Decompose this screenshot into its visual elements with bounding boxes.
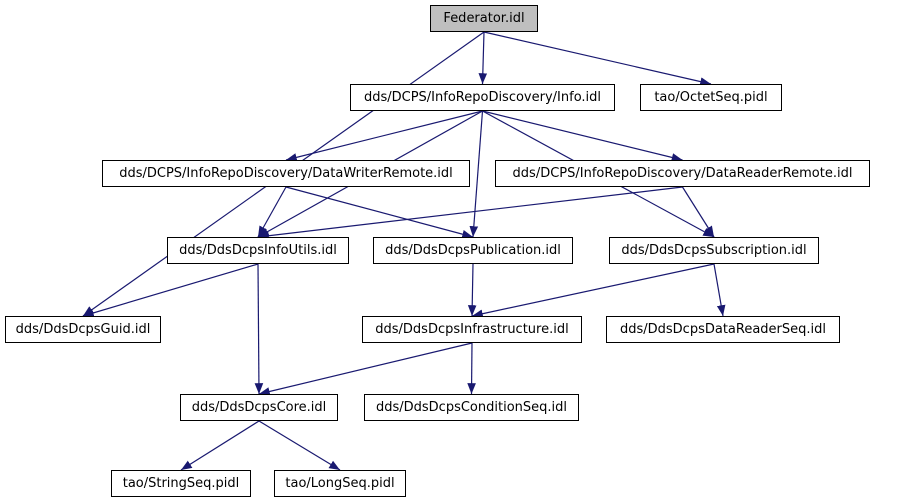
edge-datareaderremote-to-infoutils	[257, 186, 683, 241]
edge-subscription-to-datareaderseq	[713, 263, 726, 317]
edge-datawriterremote-to-infoutils	[257, 186, 287, 238]
edge-federator-to-octetseq	[483, 31, 712, 86]
edge-info-to-publication	[469, 110, 484, 238]
node-datareaderremote-idl[interactable]: dds/DCPS/InfoRepoDiscovery/DataReaderRem…	[495, 160, 870, 187]
edge-infoutils-to-guid	[82, 263, 259, 318]
node-longseq-pidl[interactable]: tao/LongSeq.pidl	[274, 470, 406, 497]
edge-infrastructure-to-conditionseq	[467, 342, 476, 395]
node-conditionseq-idl[interactable]: dds/DdsDcpsConditionSeq.idl	[364, 394, 579, 421]
node-core-idl[interactable]: dds/DdsDcpsCore.idl	[180, 394, 338, 421]
node-datawriterremote-idl[interactable]: dds/DCPS/InfoRepoDiscovery/DataWriterRem…	[102, 160, 470, 187]
node-subscription-idl[interactable]: dds/DdsDcpsSubscription.idl	[609, 237, 819, 264]
node-guid-idl[interactable]: dds/DdsDcpsGuid.idl	[5, 316, 161, 343]
edge-infoutils-to-core	[254, 263, 264, 395]
node-infoutils-idl[interactable]: dds/DdsDcpsInfoUtils.idl	[167, 237, 349, 264]
edge-infrastructure-to-core	[258, 342, 473, 396]
edge-info-to-datareaderremote	[482, 110, 683, 162]
edge-core-to-stringseq	[180, 420, 260, 471]
edge-subscription-to-infrastructure	[471, 263, 715, 318]
node-federator-idl[interactable]: Federator.idl	[430, 5, 538, 32]
node-octetseq-pidl[interactable]: tao/OctetSeq.pidl	[640, 84, 782, 111]
edge-info-to-datawriterremote	[285, 110, 483, 162]
edge-core-to-longseq	[258, 420, 341, 471]
node-stringseq-pidl[interactable]: tao/StringSeq.pidl	[111, 470, 251, 497]
node-info-idl[interactable]: dds/DCPS/InfoRepoDiscovery/Info.idl	[350, 84, 615, 111]
edge-datawriterremote-to-publication	[285, 186, 474, 239]
edge-datareaderremote-to-subscription	[681, 186, 715, 238]
edge-publication-to-infrastructure	[467, 263, 477, 317]
node-infrastructure-idl[interactable]: dds/DdsDcpsInfrastructure.idl	[362, 316, 582, 343]
node-datareaderseq-idl[interactable]: dds/DdsDcpsDataReaderSeq.idl	[606, 316, 840, 343]
edge-federator-to-info	[478, 31, 488, 85]
node-publication-idl[interactable]: dds/DdsDcpsPublication.idl	[373, 237, 573, 264]
